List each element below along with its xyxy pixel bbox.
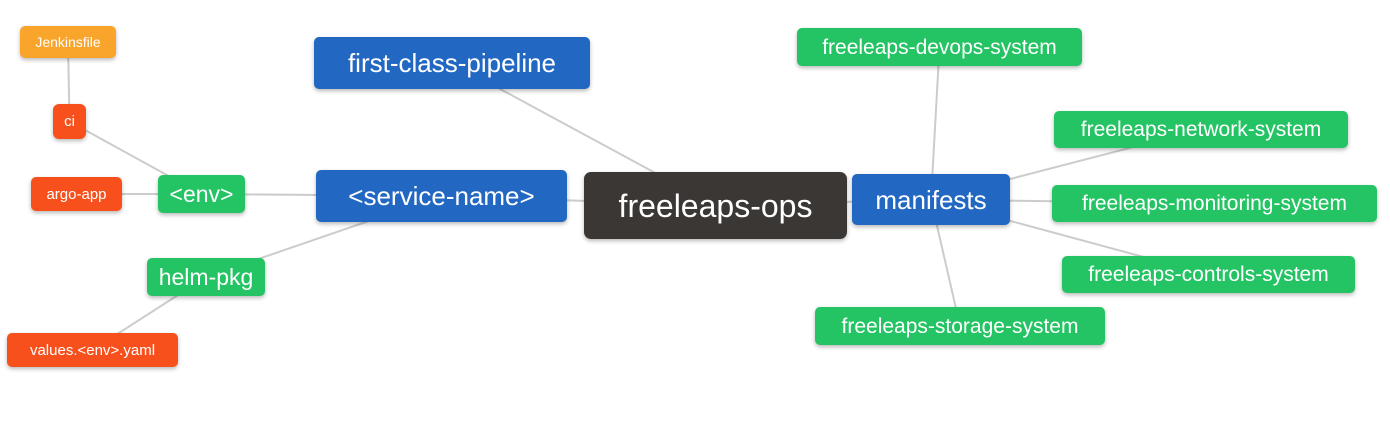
node-manifests[interactable]: manifests xyxy=(852,174,1010,225)
node-freeleaps-storage-system[interactable]: freeleaps-storage-system xyxy=(815,307,1105,345)
node-freeleaps-monitoring-system[interactable]: freeleaps-monitoring-system xyxy=(1052,185,1377,222)
node-values-env-yaml[interactable]: values.<env>.yaml xyxy=(7,333,178,367)
node-first-class-pipeline[interactable]: first-class-pipeline xyxy=(314,37,590,89)
node-argo-app[interactable]: argo-app xyxy=(31,177,122,211)
node-freeleaps-network-system[interactable]: freeleaps-network-system xyxy=(1054,111,1348,148)
node-freeleaps-controls-system[interactable]: freeleaps-controls-system xyxy=(1062,256,1355,293)
node-env[interactable]: <env> xyxy=(158,175,245,213)
node-ci[interactable]: ci xyxy=(53,104,86,139)
node-service-name[interactable]: <service-name> xyxy=(316,170,567,222)
node-freeleaps-ops-root[interactable]: freeleaps-ops xyxy=(584,172,847,239)
node-helm-pkg[interactable]: helm-pkg xyxy=(147,258,265,296)
node-jenkinsfile[interactable]: Jenkinsfile xyxy=(20,26,116,58)
node-freeleaps-devops-system[interactable]: freeleaps-devops-system xyxy=(797,28,1082,66)
